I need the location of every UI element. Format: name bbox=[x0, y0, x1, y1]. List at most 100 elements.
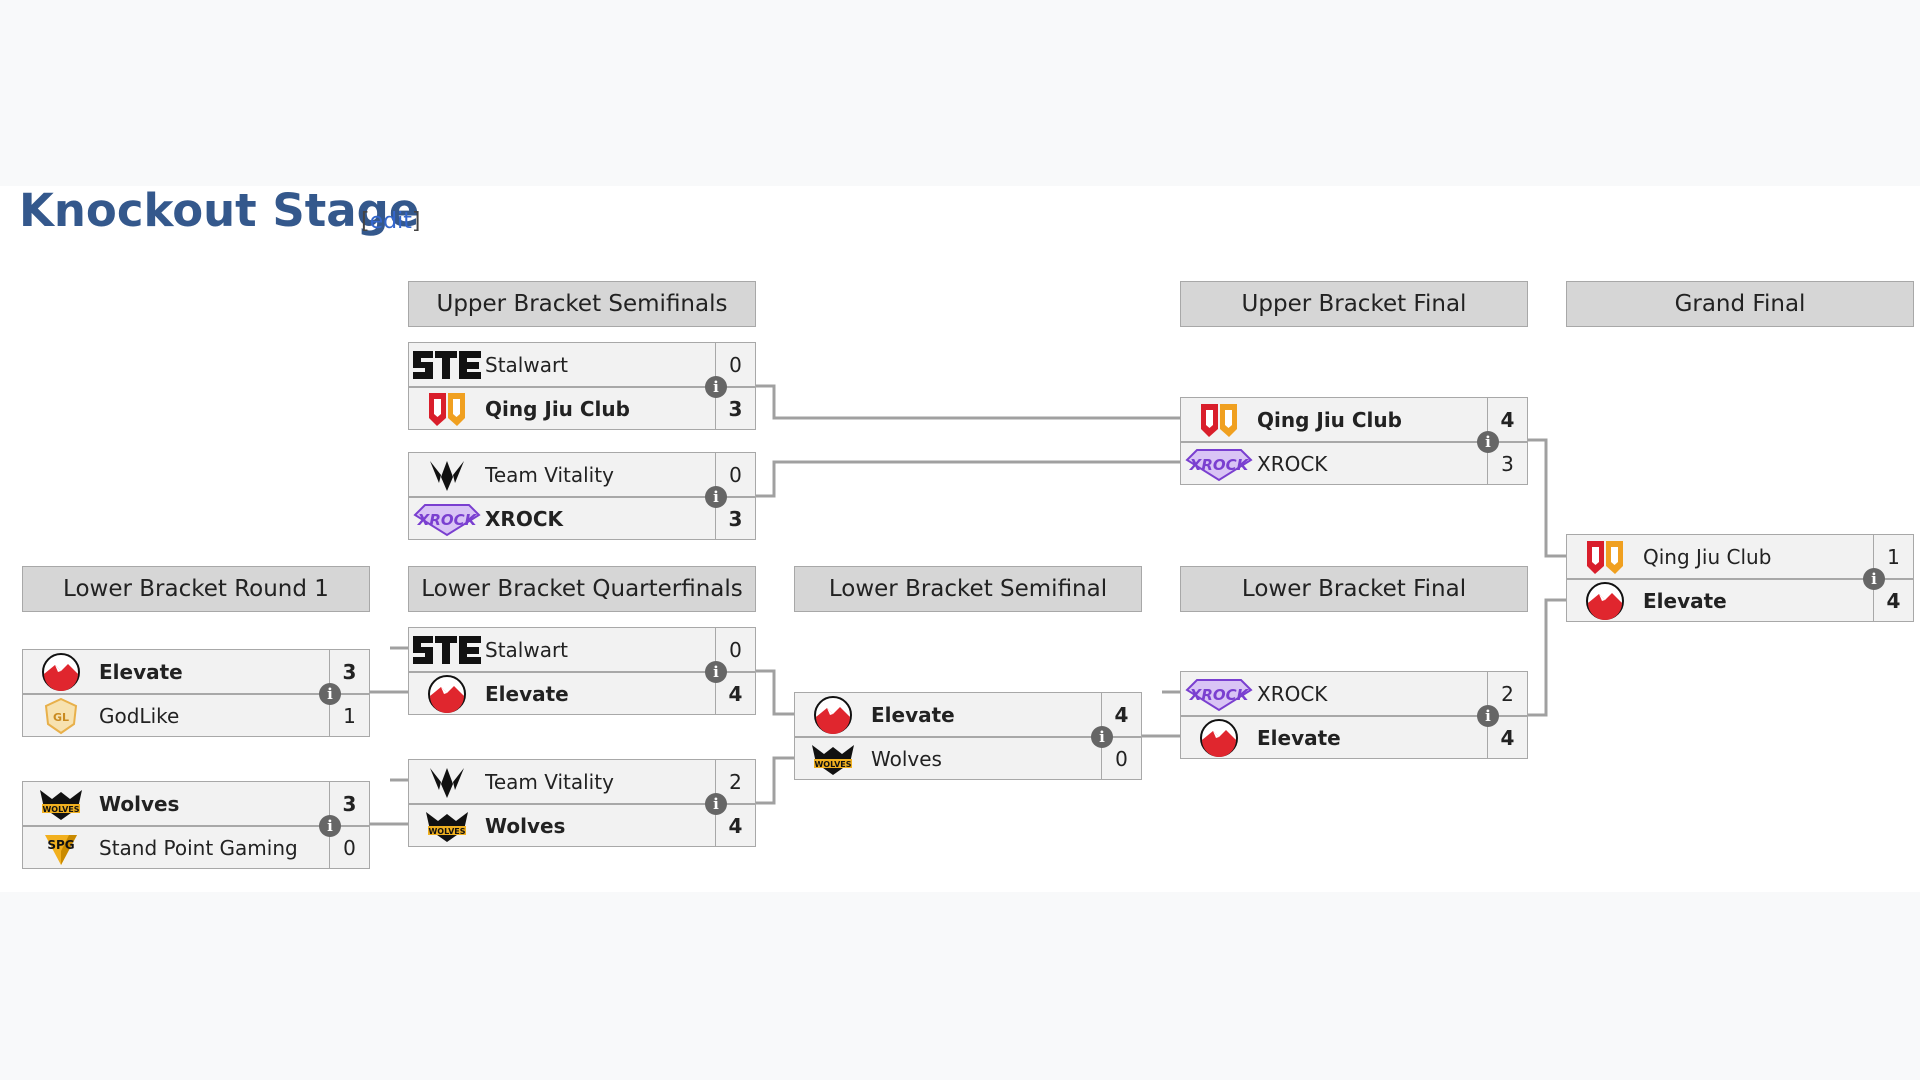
match-divider bbox=[23, 693, 369, 695]
wolves-logo: WOLVES bbox=[23, 782, 99, 825]
team-name[interactable]: XROCK bbox=[485, 506, 563, 531]
team-name[interactable]: Elevate bbox=[1643, 588, 1727, 613]
team-name[interactable]: XROCK bbox=[1257, 681, 1328, 706]
team-name[interactable]: Stand Point Gaming bbox=[99, 835, 298, 860]
match-divider bbox=[1181, 715, 1527, 717]
team-row-bot[interactable]: XROCK XROCK 3 bbox=[1181, 442, 1527, 485]
match-divider bbox=[409, 496, 755, 498]
team-score: 0 bbox=[715, 453, 755, 496]
svg-text:XROCK: XROCK bbox=[417, 511, 478, 529]
stand-point-gaming-logo: SPG bbox=[23, 826, 99, 869]
team-name[interactable]: Wolves bbox=[99, 791, 180, 816]
team-score: 2 bbox=[715, 760, 755, 803]
team-score: 2 bbox=[1487, 672, 1527, 715]
wolves-logo: WOLVES bbox=[409, 804, 485, 847]
match-divider bbox=[409, 386, 755, 388]
team-row-bot[interactable]: GL GodLike 1 bbox=[23, 694, 369, 737]
match-info-icon[interactable]: i bbox=[319, 815, 341, 837]
team-row-bot[interactable]: WOLVES Wolves 0 bbox=[795, 737, 1141, 780]
team-row-top[interactable]: WOLVES Wolves 3 bbox=[23, 782, 369, 825]
round-header-lower-bracket-semifinal: Lower Bracket Semifinal bbox=[794, 566, 1142, 612]
team-name[interactable]: Elevate bbox=[871, 702, 955, 727]
svg-text:WOLVES: WOLVES bbox=[814, 760, 851, 769]
xrock-logo: XROCK bbox=[1181, 672, 1257, 715]
team-name[interactable]: Wolves bbox=[485, 813, 566, 838]
team-name[interactable]: Elevate bbox=[485, 681, 569, 706]
round-header-lower-bracket-final: Lower Bracket Final bbox=[1180, 566, 1528, 612]
team-name[interactable]: Team Vitality bbox=[485, 462, 614, 487]
team-row-top[interactable]: Elevate 3 bbox=[23, 650, 369, 693]
match-info-icon[interactable]: i bbox=[705, 793, 727, 815]
team-score: 3 bbox=[1487, 442, 1527, 485]
match-info-icon[interactable]: i bbox=[705, 376, 727, 398]
team-row-top[interactable]: Team Vitality 2 bbox=[409, 760, 755, 803]
team-row-top[interactable]: Qing Jiu Club 4 bbox=[1181, 398, 1527, 441]
match-info-icon[interactable]: i bbox=[1863, 568, 1885, 590]
match-info-icon[interactable]: i bbox=[1477, 705, 1499, 727]
team-name[interactable]: Stalwart bbox=[485, 637, 569, 662]
team-score: 1 bbox=[329, 694, 369, 737]
team-name[interactable]: GodLike bbox=[99, 703, 180, 728]
team-row-top[interactable]: Stalwart 0 bbox=[409, 343, 755, 386]
team-name[interactable]: Team Vitality bbox=[485, 769, 614, 794]
match-info-icon[interactable]: i bbox=[705, 486, 727, 508]
match-divider bbox=[795, 736, 1141, 738]
wolves-logo: WOLVES bbox=[795, 737, 871, 780]
match-info-icon[interactable]: i bbox=[1091, 726, 1113, 748]
team-score: 0 bbox=[715, 343, 755, 386]
team-score: 3 bbox=[715, 497, 755, 540]
match-info-icon[interactable]: i bbox=[705, 661, 727, 683]
edit-label[interactable]: edit bbox=[369, 209, 412, 234]
team-score: 4 bbox=[715, 804, 755, 847]
team-row-top[interactable]: XROCK XROCK 2 bbox=[1181, 672, 1527, 715]
team-name[interactable]: Elevate bbox=[99, 659, 183, 684]
team-score: 3 bbox=[329, 650, 369, 693]
team-row-bot[interactable]: Elevate 4 bbox=[409, 672, 755, 715]
team-row-bot[interactable]: WOLVES Wolves 4 bbox=[409, 804, 755, 847]
stalwart-logo bbox=[409, 628, 485, 671]
svg-text:GL: GL bbox=[53, 711, 69, 724]
match-info-icon[interactable]: i bbox=[319, 683, 341, 705]
svg-text:WOLVES: WOLVES bbox=[42, 805, 79, 814]
edit-bracket-open: [ bbox=[361, 209, 370, 234]
team-name[interactable]: Qing Jiu Club bbox=[1643, 544, 1772, 569]
elevate-logo bbox=[23, 650, 99, 693]
match-divider bbox=[1181, 441, 1527, 443]
team-score: 3 bbox=[329, 782, 369, 825]
edit-link[interactable]: [edit] bbox=[361, 209, 420, 234]
team-score: 4 bbox=[1487, 398, 1527, 441]
svg-text:WOLVES: WOLVES bbox=[428, 827, 465, 836]
qing-jiu-club-logo bbox=[1567, 535, 1643, 578]
svg-text:XROCK: XROCK bbox=[1189, 456, 1250, 474]
round-header-upper-bracket-semifinals: Upper Bracket Semifinals bbox=[408, 281, 756, 327]
match-info-icon[interactable]: i bbox=[1477, 431, 1499, 453]
elevate-logo bbox=[795, 693, 871, 736]
match-divider bbox=[409, 803, 755, 805]
team-score: 4 bbox=[715, 672, 755, 715]
team-name[interactable]: Stalwart bbox=[485, 352, 569, 377]
team-row-bot[interactable]: XROCK XROCK 3 bbox=[409, 497, 755, 540]
team-name[interactable]: XROCK bbox=[1257, 451, 1328, 476]
team-name[interactable]: Qing Jiu Club bbox=[485, 396, 630, 421]
team-score: 0 bbox=[1101, 737, 1141, 780]
team-name[interactable]: Qing Jiu Club bbox=[1257, 407, 1402, 432]
team-name[interactable]: Elevate bbox=[1257, 725, 1341, 750]
godlike-logo: GL bbox=[23, 694, 99, 737]
team-row-top[interactable]: Team Vitality 0 bbox=[409, 453, 755, 496]
team-name[interactable]: Wolves bbox=[871, 746, 942, 771]
svg-text:XROCK: XROCK bbox=[1189, 686, 1250, 704]
team-vitality-logo bbox=[409, 760, 485, 803]
